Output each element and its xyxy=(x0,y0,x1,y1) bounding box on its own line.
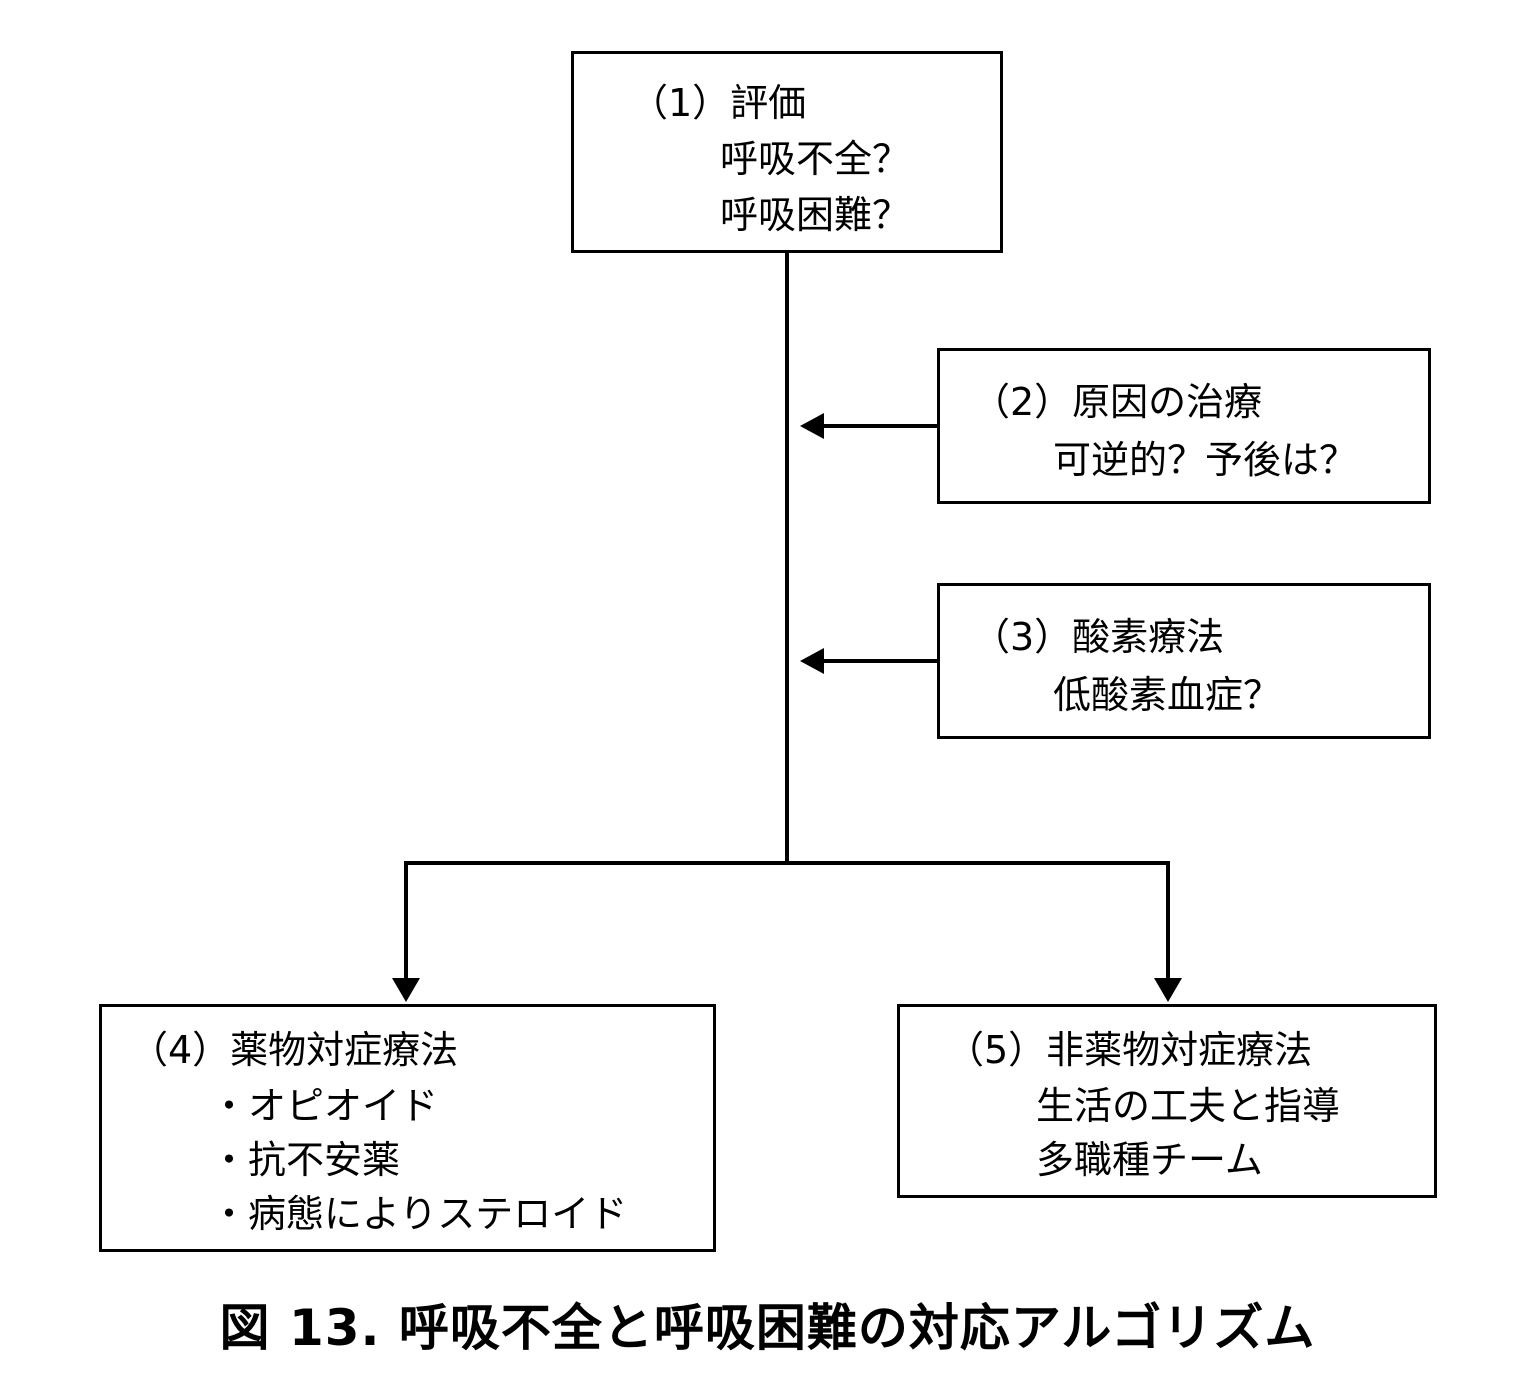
node-pharmacological-therapy-line-2: ・抗不安薬 xyxy=(210,1138,401,1182)
node-assessment-title: （1）評価 xyxy=(630,81,807,125)
node-nonpharmacological-therapy: （5）非薬物対症療法 生活の工夫と指導 多職種チーム xyxy=(897,1004,1437,1198)
node-oxygen-therapy: （3）酸素療法 低酸素血症？ xyxy=(937,583,1431,739)
node-assessment: （1）評価 呼吸不全？ 呼吸困難？ xyxy=(571,51,1003,253)
figure-caption: 図 13. 呼吸不全と呼吸困難の対応アルゴリズム xyxy=(219,1299,1316,1357)
node-nonpharmacological-therapy-title: （5）非薬物対症療法 xyxy=(946,1028,1313,1072)
node-pharmacological-therapy-title: （4）薬物対症療法 xyxy=(130,1028,459,1072)
node-oxygen-therapy-title: （3）酸素療法 xyxy=(972,615,1225,659)
node-pharmacological-therapy: （4）薬物対症療法 ・オピオイド ・抗不安薬 ・病態によりステロイド xyxy=(99,1004,716,1252)
node-cause-treatment-title: （2）原因の治療 xyxy=(972,380,1263,424)
node-oxygen-therapy-line-1: 低酸素血症？ xyxy=(1053,673,1282,717)
node-nonpharmacological-therapy-line-2: 多職種チーム xyxy=(1036,1138,1263,1182)
node-cause-treatment-line-1: 可逆的？予後は？ xyxy=(1053,438,1358,482)
node-assessment-line-1: 呼吸不全？ xyxy=(720,137,911,181)
arrowhead-to-node5 xyxy=(1154,978,1182,1002)
node-assessment-line-2: 呼吸困難？ xyxy=(720,193,911,237)
node-pharmacological-therapy-line-3: ・病態によりステロイド xyxy=(210,1192,628,1236)
node-pharmacological-therapy-line-1: ・オピオイド xyxy=(210,1084,439,1128)
node-cause-treatment: （2）原因の治療 可逆的？予後は？ xyxy=(937,348,1431,504)
arrowhead-from-node3 xyxy=(800,648,824,674)
node-nonpharmacological-therapy-line-1: 生活の工夫と指導 xyxy=(1036,1084,1341,1128)
arrowhead-to-node4 xyxy=(392,978,420,1002)
arrowhead-from-node2 xyxy=(800,413,824,439)
